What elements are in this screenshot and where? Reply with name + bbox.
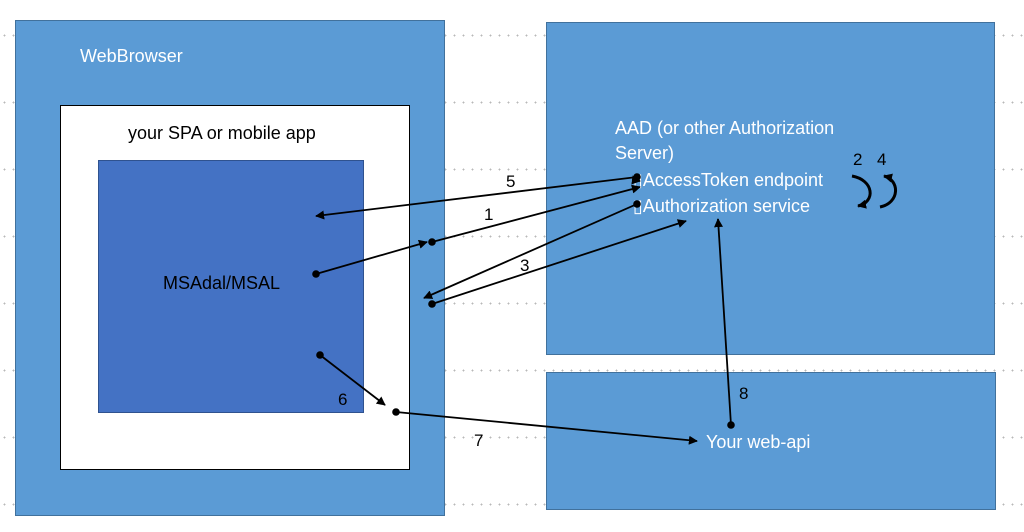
connector-dot bbox=[727, 421, 735, 429]
step-6-label: 6 bbox=[338, 390, 348, 409]
web-browser-label: WebBrowser bbox=[80, 46, 183, 66]
connector-dot bbox=[633, 200, 641, 208]
curved-arrow-step-4 bbox=[879, 173, 897, 209]
step-5-label: 5 bbox=[506, 172, 516, 191]
aad-server-box bbox=[546, 22, 995, 355]
arrow-step-3b bbox=[431, 219, 687, 305]
connector-dot bbox=[633, 173, 641, 181]
web-api-box bbox=[546, 372, 996, 510]
web-api-label: Your web-api bbox=[706, 432, 811, 452]
aad-title-line1: AAD (or other Authorization bbox=[615, 118, 835, 138]
msal-library-box bbox=[98, 160, 364, 413]
curved-arrow-step-2 bbox=[851, 174, 872, 209]
step-4-label: 4 bbox=[877, 150, 887, 169]
connector-dot bbox=[312, 270, 320, 278]
connector-dot bbox=[428, 300, 436, 308]
connector-dot bbox=[392, 408, 400, 416]
access-token-endpoint-label: AccessToken endpoint bbox=[642, 170, 824, 190]
step-3-label: 3 bbox=[520, 256, 530, 275]
arrow-step-7 bbox=[395, 411, 698, 445]
arrow-step-1b bbox=[431, 184, 641, 243]
arrow-step-3a bbox=[423, 203, 638, 299]
spa-app-label: your SPA or mobile app bbox=[128, 123, 316, 143]
step-2-label: 2 bbox=[853, 150, 863, 169]
aad-title-line2: Server) bbox=[615, 143, 675, 163]
authorization-service-label: Authorization service bbox=[642, 196, 810, 216]
arrow-step-6 bbox=[319, 354, 386, 406]
step-8-label: 8 bbox=[739, 384, 749, 403]
connector-dot bbox=[316, 351, 324, 359]
arrow-step-8 bbox=[714, 218, 732, 426]
connector-dot bbox=[428, 238, 436, 246]
step-7-label: 7 bbox=[474, 431, 484, 450]
arrow-step-5a bbox=[315, 176, 638, 220]
msal-label: MSAdal/MSAL bbox=[163, 273, 281, 293]
arrow-step-1a bbox=[315, 239, 428, 275]
step-1-label: 1 bbox=[484, 205, 494, 224]
